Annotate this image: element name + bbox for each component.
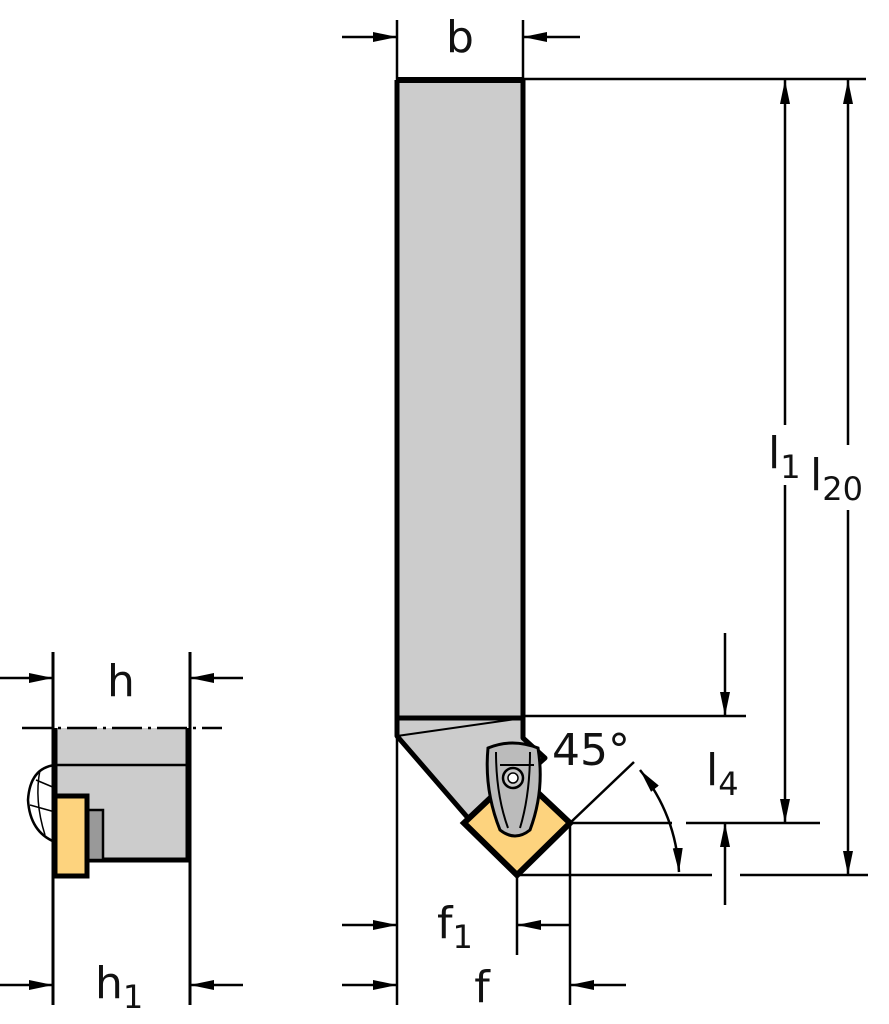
label-f1: f xyxy=(437,898,454,949)
dimension-l20: l20 xyxy=(810,80,863,875)
dimension-l1: l1 xyxy=(768,80,801,823)
dimension-f1: f1 xyxy=(342,898,570,956)
label-l4: l xyxy=(706,745,718,796)
main-view: b l1 l20 l4 45° f1 xyxy=(342,12,868,1013)
clamp-icon xyxy=(485,741,542,838)
svg-text:h1: h1 xyxy=(95,958,143,1016)
label-angle: 45° xyxy=(552,725,630,776)
dimension-b: b xyxy=(342,12,580,63)
label-f: f xyxy=(474,962,491,1013)
label-f1-subscript: 1 xyxy=(453,918,473,956)
label-l20-subscript: 20 xyxy=(822,470,863,508)
label-b: b xyxy=(446,12,474,63)
dimension-h: h xyxy=(0,656,243,707)
svg-text:l1: l1 xyxy=(768,428,801,486)
label-h: h xyxy=(107,656,135,707)
svg-text:l4: l4 xyxy=(706,745,739,803)
label-l1: l xyxy=(768,428,780,479)
label-h1-subscript: 1 xyxy=(123,978,143,1016)
shank-body xyxy=(397,80,523,718)
svg-text:f1: f1 xyxy=(437,898,473,956)
angle-reference-line xyxy=(569,761,635,824)
label-l1-subscript: 1 xyxy=(780,448,800,486)
label-l4-subscript: 4 xyxy=(718,765,738,803)
label-l20: l xyxy=(810,450,822,501)
side-clamp-icon xyxy=(26,763,56,844)
side-view: h h1 xyxy=(0,652,243,1016)
dimension-angle: 45° xyxy=(552,725,683,873)
svg-text:l20: l20 xyxy=(810,450,863,508)
side-insert xyxy=(52,793,90,879)
dimension-l4: l4 xyxy=(706,633,739,905)
dimension-h1: h1 xyxy=(0,958,243,1016)
label-h1: h xyxy=(95,958,123,1009)
dimension-f: f xyxy=(342,962,626,1013)
